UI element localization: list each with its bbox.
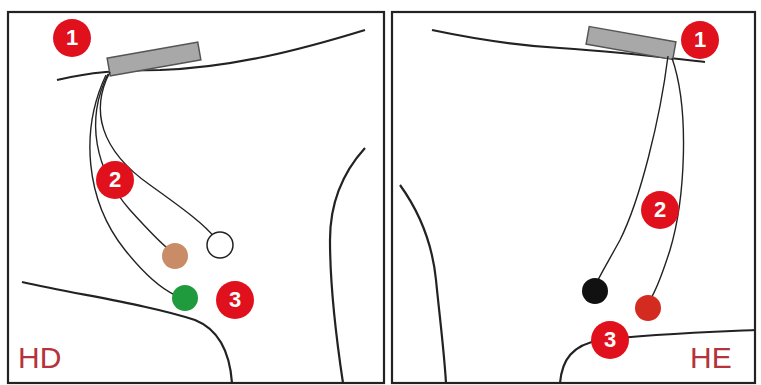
lead-wire <box>90 75 175 295</box>
pacemaker-generator <box>107 42 201 76</box>
callout-number: 3 <box>216 281 254 319</box>
lead-wire <box>596 56 668 284</box>
electrode-tip <box>172 285 198 311</box>
callout-number: 2 <box>641 191 679 229</box>
side-label: HE <box>690 342 732 374</box>
panel-frame <box>8 12 384 383</box>
callout-number: 2 <box>96 161 134 199</box>
callout-number: 3 <box>591 321 629 359</box>
diaphragm-outline <box>560 330 755 383</box>
electrode-tip <box>162 243 188 269</box>
side-label: HD <box>18 342 61 374</box>
heart-outline <box>330 148 365 383</box>
heart-outline <box>400 185 446 383</box>
clavicle-outline <box>57 30 365 80</box>
callout-number: 1 <box>53 19 91 57</box>
lead-wire <box>96 74 170 250</box>
lead-wire <box>650 58 684 300</box>
electrode-tip <box>635 295 661 321</box>
callout-number: 1 <box>681 21 719 59</box>
panel-frame <box>392 12 755 383</box>
electrode-tip <box>582 278 608 304</box>
pacemaker-generator <box>586 26 676 59</box>
electrode-tip <box>207 232 233 258</box>
lead-wire <box>100 72 215 238</box>
